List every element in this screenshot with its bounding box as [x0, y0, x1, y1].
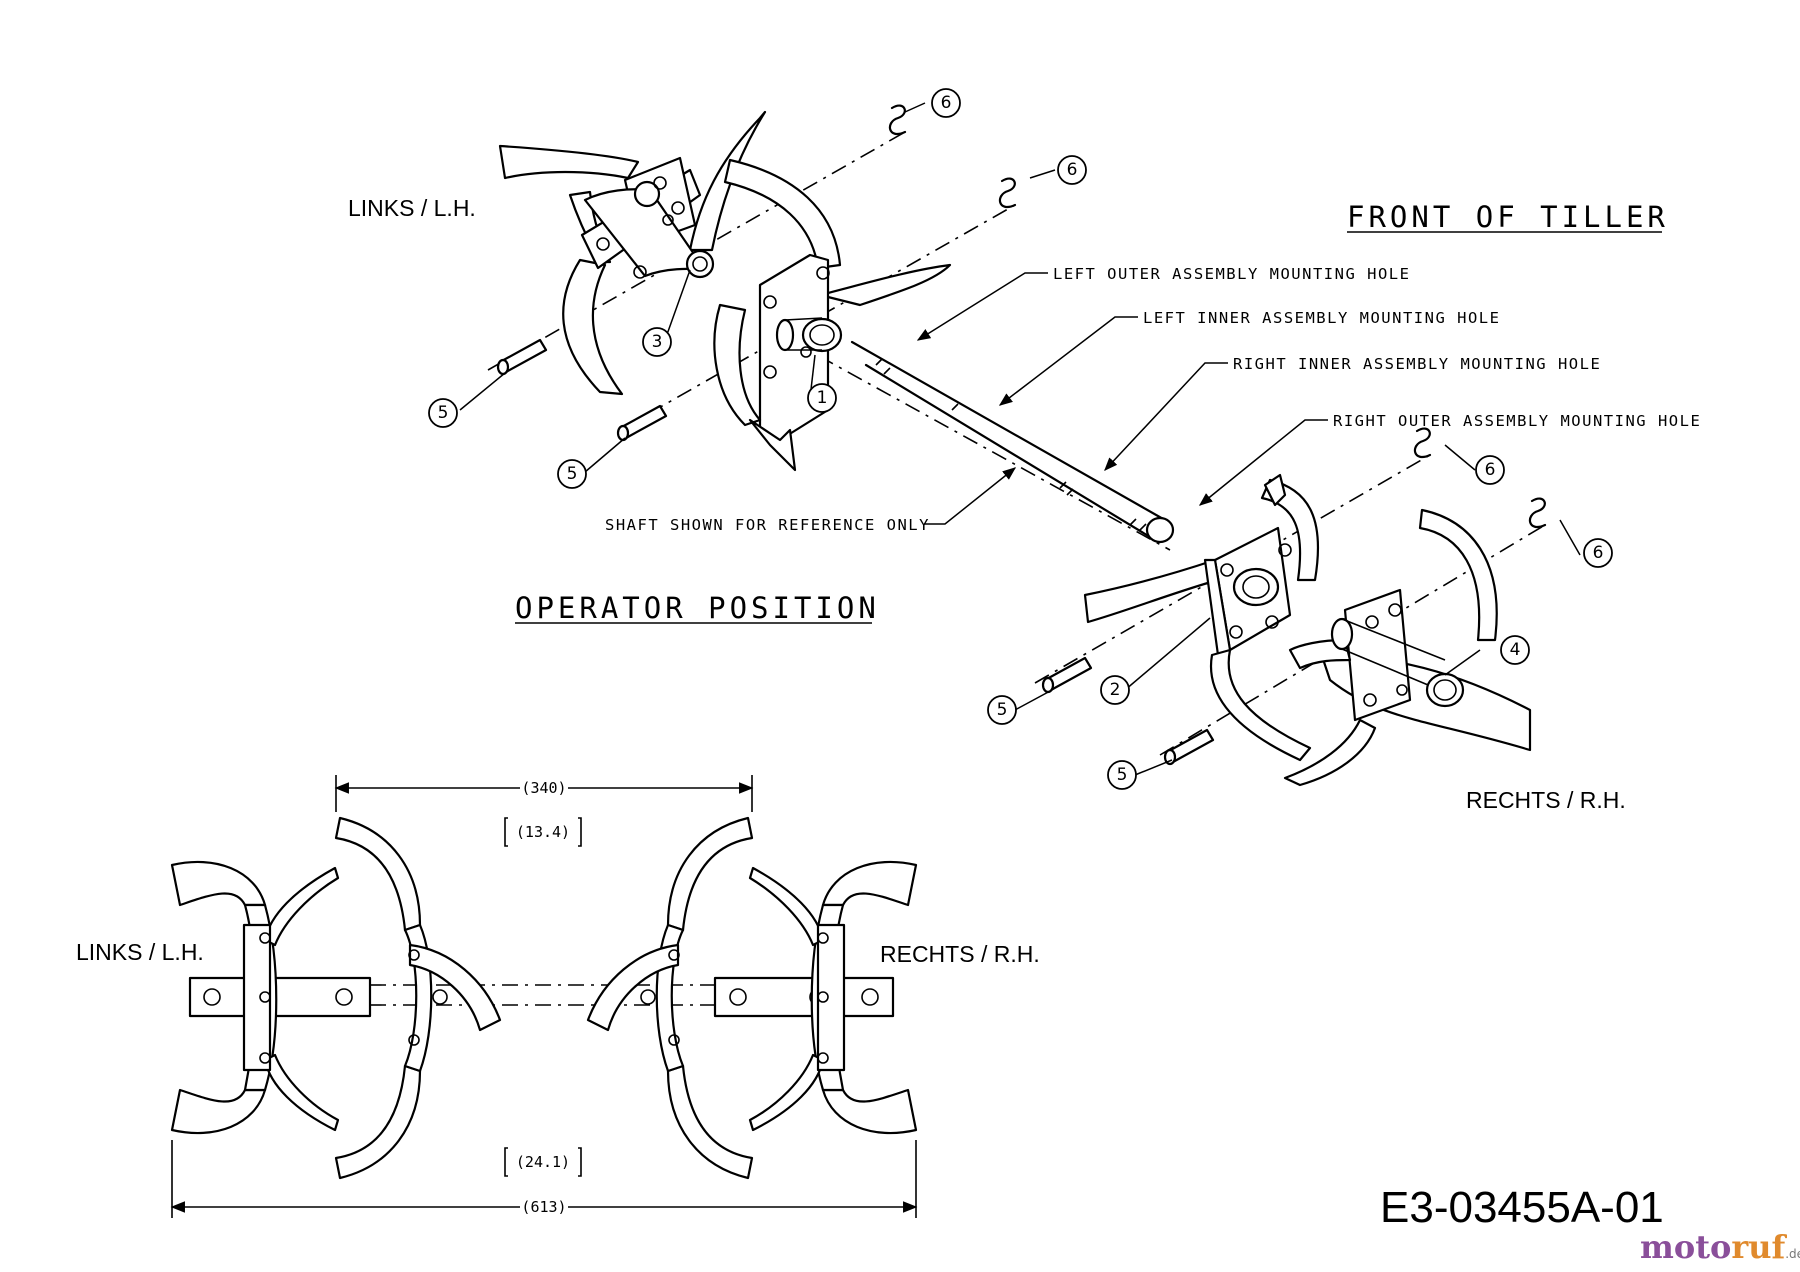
hairpin-clip	[888, 104, 907, 135]
left-hub-bar	[188, 976, 372, 1018]
callout-shaft-reference: SHAFT SHOWN FOR REFERENCE ONLY	[605, 516, 930, 534]
plan-view	[170, 816, 918, 1180]
label-right-top: RECHTS / R.H.	[1466, 787, 1626, 813]
clevis-pin	[496, 338, 548, 376]
svg-text:(24.1): (24.1)	[516, 1153, 570, 1171]
part-leaders	[459, 102, 1581, 776]
part-bubble-6: 6	[1057, 155, 1087, 185]
assembly-line	[1034, 454, 1431, 684]
svg-text:(13.4): (13.4)	[516, 823, 570, 841]
hairpin-clip	[1413, 427, 1432, 458]
exploded-view: 1 2 3 4 5 5 5 5 6 6 6 6	[428, 88, 1613, 790]
svg-text:6: 6	[1485, 460, 1496, 480]
part-bubble-5: 5	[987, 695, 1017, 725]
part-bubble-5: 5	[557, 459, 587, 489]
label-left-bottom: LINKS / L.H.	[76, 939, 204, 965]
svg-text:6: 6	[1593, 543, 1604, 563]
left-inner-tine-assembly	[713, 158, 952, 472]
label-right-bottom: RECHTS / R.H.	[880, 941, 1040, 967]
svg-text:4: 4	[1510, 640, 1521, 660]
part-bubble-3: 3	[642, 327, 672, 357]
callout-leaders	[916, 272, 1328, 525]
tiller-shaft	[850, 340, 1175, 544]
svg-text:6: 6	[941, 93, 952, 113]
svg-text:1: 1	[817, 388, 828, 408]
callout-left-outer-hole: LEFT OUTER ASSEMBLY MOUNTING HOLE	[1053, 265, 1410, 283]
svg-text:2: 2	[1110, 680, 1121, 700]
drawing-code: E3-03455A-01	[1380, 1183, 1664, 1232]
right-hub-bar	[713, 976, 895, 1018]
part-bubble-4: 4	[1500, 635, 1530, 665]
right-outer-tine-assembly	[1283, 508, 1532, 787]
svg-text:5: 5	[1117, 765, 1128, 785]
part-bubble-6: 6	[1583, 538, 1613, 568]
part-bubble-6: 6	[931, 88, 961, 118]
part-bubble-2: 2	[1100, 675, 1130, 705]
hairpin-clip	[1528, 497, 1547, 528]
hairpin-clip	[998, 177, 1017, 208]
label-left-top: LINKS / L.H.	[348, 195, 476, 221]
right-inner-tine-assembly	[1083, 473, 1320, 762]
part-bubble-5: 5	[428, 398, 458, 428]
assembly-line	[619, 204, 1016, 431]
clevis-pin	[1041, 656, 1093, 694]
part-bubble-6: 6	[1475, 455, 1505, 485]
label-operator-position: OPERATOR POSITION	[515, 591, 880, 625]
clevis-pin	[616, 404, 668, 442]
part-bubble-5: 5	[1107, 760, 1137, 790]
dimension-inner: (340) (13.4)	[334, 775, 754, 847]
right-outer-flange	[816, 923, 846, 1072]
svg-text:(613): (613)	[521, 1198, 566, 1216]
callout-right-inner-hole: RIGHT INNER ASSEMBLY MOUNTING HOLE	[1233, 355, 1601, 373]
svg-text:6: 6	[1067, 160, 1078, 180]
watermark-logo: motoruf.de	[1640, 1228, 1800, 1266]
svg-text:(340): (340)	[521, 779, 566, 797]
dimension-outer: (613) (24.1)	[170, 1140, 918, 1218]
svg-text:5: 5	[438, 403, 449, 423]
clevis-pin	[1163, 728, 1215, 766]
svg-text:5: 5	[997, 700, 1008, 720]
svg-text:3: 3	[652, 332, 663, 352]
callout-right-outer-hole: RIGHT OUTER ASSEMBLY MOUNTING HOLE	[1333, 412, 1701, 430]
part-bubble-1: 1	[807, 383, 837, 413]
shaft-centerline	[789, 339, 1171, 551]
label-front-of-tiller: FRONT OF TILLER	[1347, 200, 1669, 234]
left-outer-flange	[242, 923, 272, 1072]
svg-text:motoruf.de: motoruf.de	[1640, 1228, 1800, 1266]
callout-left-inner-hole: LEFT INNER ASSEMBLY MOUNTING HOLE	[1143, 309, 1500, 327]
svg-text:5: 5	[567, 464, 578, 484]
